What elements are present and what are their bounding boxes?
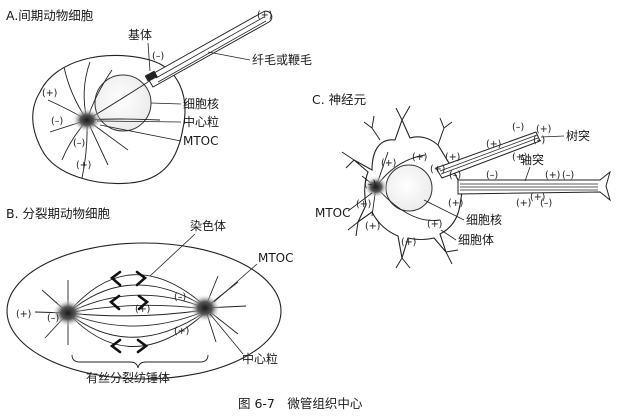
- soma-plus-sign-3: (+): [356, 199, 371, 210]
- axon-plus-sign-1: (+): [545, 170, 560, 181]
- neuron-dendrites: [341, 105, 459, 269]
- axon-minus-sign-4: (–): [540, 198, 552, 209]
- axon-plus-sign-2: (+): [448, 198, 463, 209]
- mt-minus-sign-2: (–): [73, 138, 85, 149]
- neuron-nucleus: [385, 164, 433, 212]
- panel-b: B. 分裂期动物细胞: [6, 206, 294, 385]
- axon-minus-sign-2: (–): [486, 170, 498, 181]
- label-cilium: 纤毛或鞭毛: [252, 53, 312, 67]
- dendrite-plus-sign-3: (+): [536, 124, 551, 135]
- label-centriole-a: 中心粒: [183, 114, 219, 129]
- axon-plus-sign-4: (+): [530, 192, 545, 203]
- panel-c-title: C. 神经元: [312, 92, 366, 107]
- figure-caption: 图 6-7 微管组织中心: [238, 396, 363, 411]
- axon-process: [457, 170, 611, 202]
- label-cell-body: 细胞体: [458, 233, 494, 247]
- dendrite-minus-sign-2: (–): [533, 135, 545, 146]
- label-nucleus-c: 细胞核: [466, 213, 502, 227]
- chromosomes: [108, 270, 150, 354]
- pole-right-plus-sign: (+): [174, 326, 189, 337]
- pole-left-minus-sign: (–): [47, 313, 59, 324]
- spindle-brace: [71, 354, 209, 369]
- dendrite-plus-sign-1: (+): [445, 152, 460, 163]
- label-mtoc-b: MTOC: [258, 251, 294, 265]
- label-basal-body: 基体: [128, 28, 152, 42]
- spindle-pole-left: [52, 299, 84, 327]
- neuron-mtoc: [364, 176, 388, 198]
- soma-plus-sign-5: (+): [401, 237, 416, 248]
- label-centriole-b: 中心粒: [242, 351, 278, 366]
- cilium: [144, 10, 273, 88]
- axon-plus-sign-3: (+): [516, 198, 531, 209]
- dendrite-minus-sign-1: (–): [512, 122, 524, 133]
- panel-a-title: A.间期动物细胞: [6, 8, 94, 23]
- label-spindle: 有丝分裂纺锤体: [86, 370, 170, 385]
- panel-c: C. 神经元: [312, 92, 611, 269]
- label-mtoc-a: MTOC: [183, 134, 219, 148]
- panel-a: A.间期动物细胞 (+) (–): [6, 8, 312, 185]
- label-mtoc-c: MTOC: [315, 206, 351, 220]
- mitotic-cell-outline: [6, 242, 282, 380]
- soma-plus-sign-7: (+): [430, 164, 445, 175]
- label-axon: 轴突: [520, 152, 544, 167]
- soma-minus-sign: (–): [364, 179, 376, 190]
- soma-plus-sign-1: (+): [381, 158, 396, 169]
- dendrite-process: [435, 131, 541, 179]
- soma-plus-sign-2: (+): [412, 152, 427, 163]
- midzone-plus-sign: (+): [135, 304, 150, 315]
- label-chromosome: 染色体: [190, 218, 226, 233]
- cilium-plus-sign: (+): [257, 10, 272, 21]
- pole-left-plus-sign: (+): [16, 309, 31, 320]
- interphase-mtoc: [72, 108, 102, 132]
- soma-plus-sign-6: (+): [427, 219, 442, 230]
- label-dendrite: 树突: [566, 128, 590, 143]
- soma-plus-sign-4: (+): [365, 221, 380, 232]
- basal-body-minus-sign: (–): [152, 51, 164, 62]
- axon-minus-sign-3: (–): [562, 170, 574, 181]
- mt-plus-sign-1: (+): [42, 88, 57, 99]
- spindle-pole-right: [189, 294, 221, 322]
- dendrite-plus-sign-4: (+): [512, 152, 527, 163]
- axon-minus-sign-1: (–): [449, 170, 461, 181]
- panel-b-title: B. 分裂期动物细胞: [6, 206, 111, 221]
- pole-right-minus-sign: (–): [174, 292, 186, 303]
- mt-minus-sign-1: (–): [51, 116, 63, 127]
- mt-plus-sign-2: (+): [76, 160, 91, 171]
- dendrite-plus-sign-2: (+): [486, 139, 501, 150]
- label-nucleus-a: 细胞核: [183, 97, 219, 111]
